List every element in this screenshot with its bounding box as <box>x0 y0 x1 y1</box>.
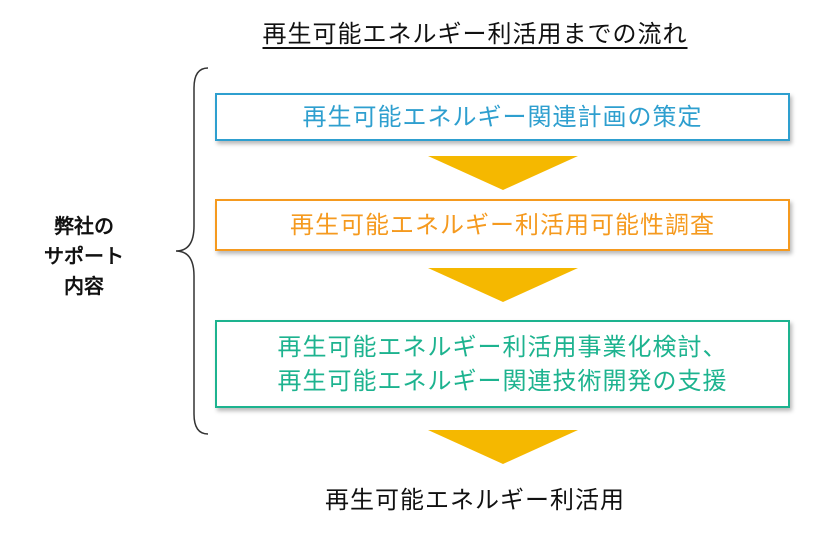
step-3-text-line-1: 再生可能エネルギー利活用事業化検討、 <box>277 333 728 361</box>
step-2-text: 再生可能エネルギー利活用可能性調査 <box>290 211 715 239</box>
arrow-down-icon <box>428 430 578 464</box>
support-scope-label: 弊社の サポート 内容 <box>30 211 138 301</box>
step-commercialization-box: 再生可能エネルギー利活用事業化検討、 再生可能エネルギー関連技術開発の支援 <box>215 320 790 408</box>
step-planning-box: 再生可能エネルギー関連計画の策定 <box>215 93 790 141</box>
support-label-line-3: 内容 <box>64 274 104 298</box>
result-label: 再生可能エネルギー利活用 <box>325 486 625 514</box>
brace-icon <box>175 67 209 435</box>
arrow-down-icon <box>428 156 578 190</box>
step-1-text: 再生可能エネルギー関連計画の策定 <box>302 103 703 131</box>
arrow-down-icon <box>428 268 578 302</box>
step-3-text-line-2: 再生可能エネルギー関連技術開発の支援 <box>277 367 728 395</box>
diagram-title: 再生可能エネルギー利活用までの流れ <box>262 20 688 48</box>
support-label-line-2: サポート <box>44 244 124 268</box>
support-label-line-1: 弊社の <box>54 214 114 238</box>
step-feasibility-box: 再生可能エネルギー利活用可能性調査 <box>215 199 790 251</box>
